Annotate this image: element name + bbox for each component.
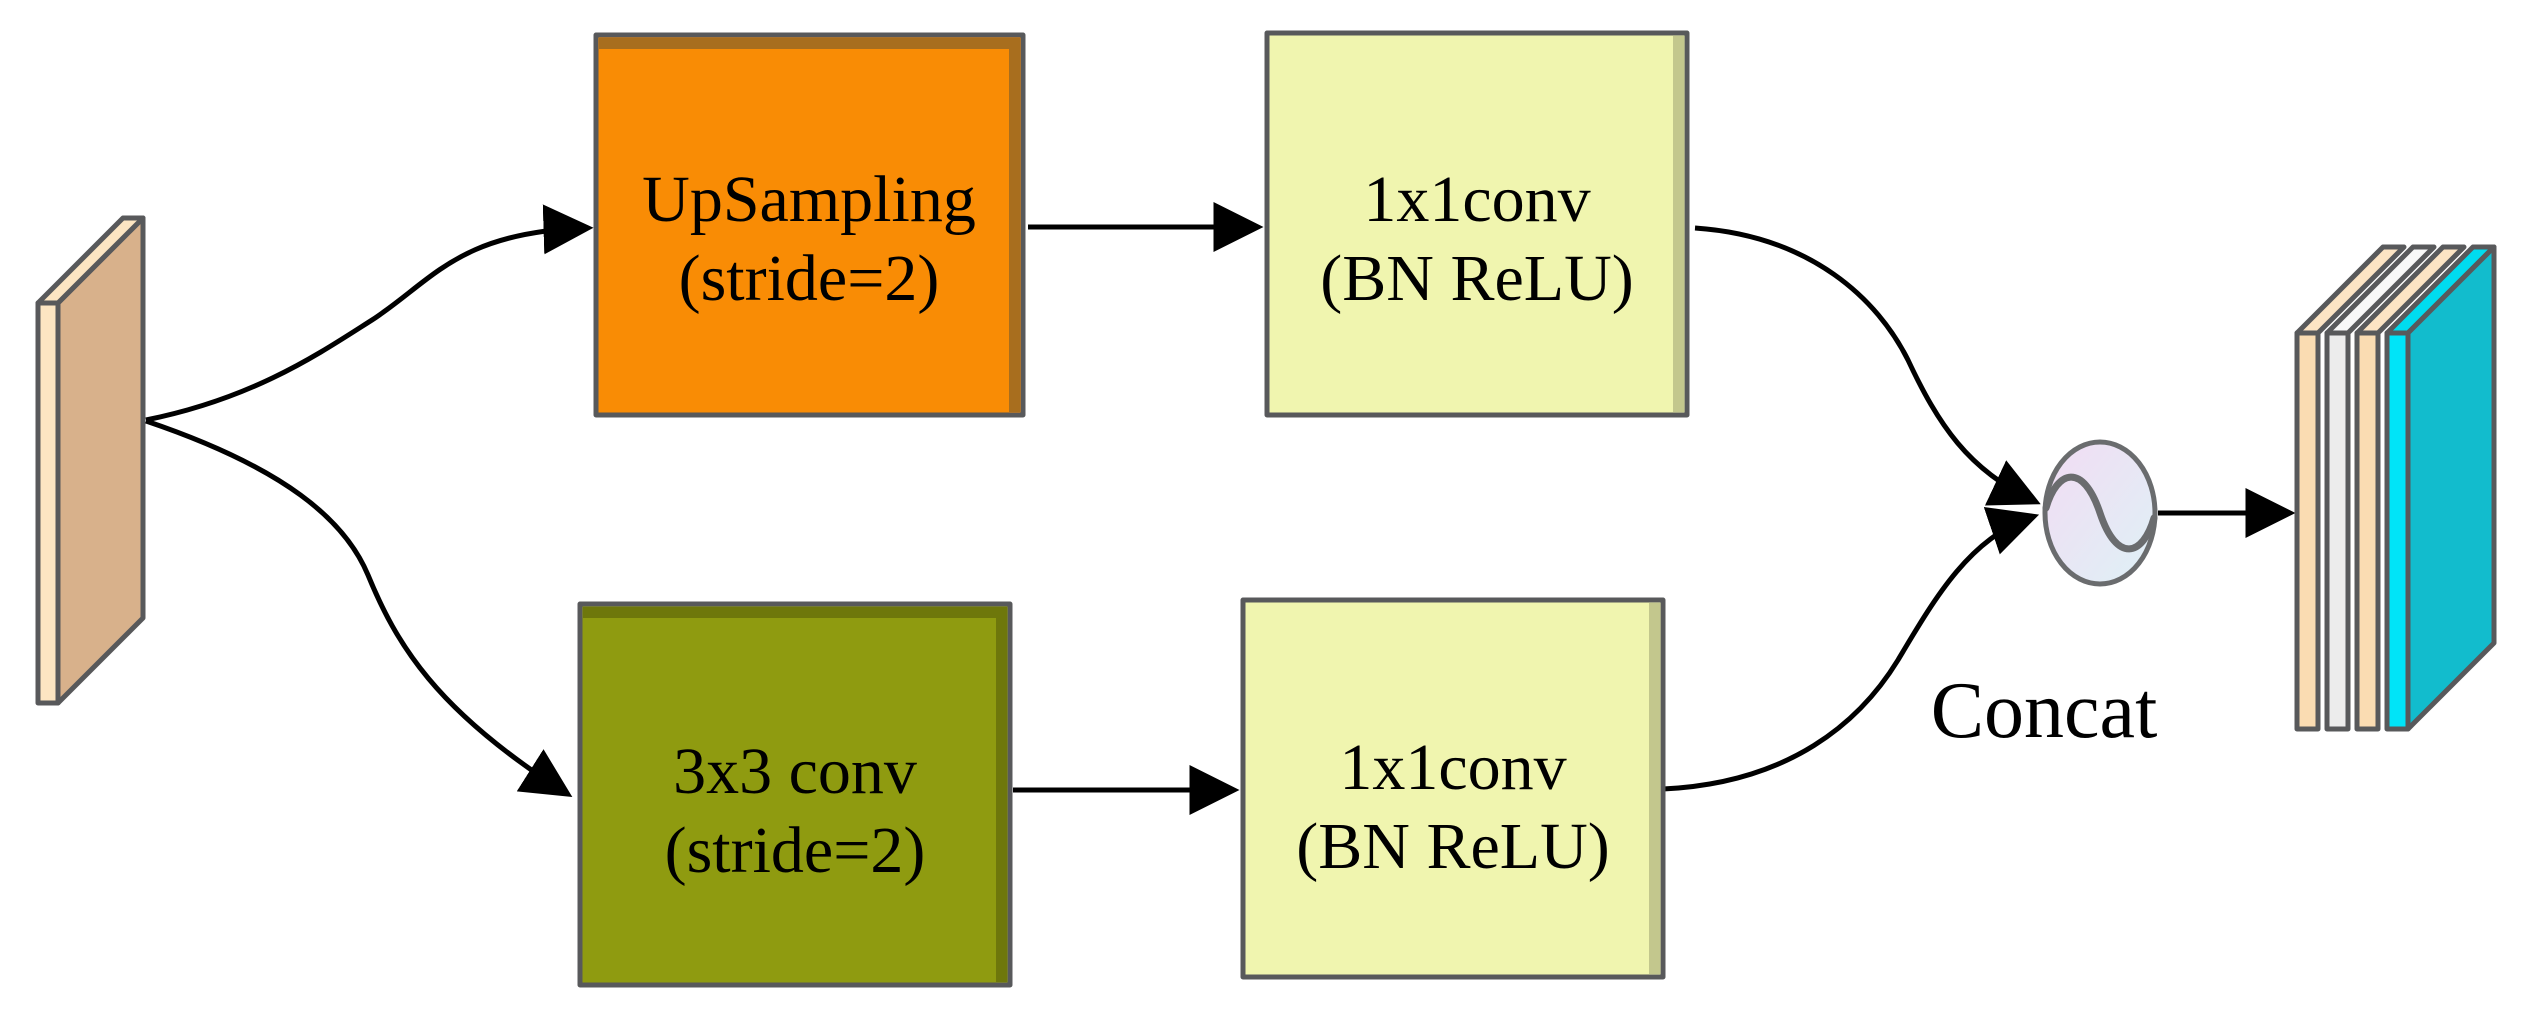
conv1x1-bottom-label-line2: (BN ReLU): [1296, 810, 1609, 883]
conv1x1-top-label-line2: (BN ReLU): [1320, 242, 1633, 315]
conv1x1-bottom-box-body: [1240, 597, 1666, 980]
arrow-conv1x1-top-to-concat: [1694, 225, 2041, 506]
output-feature-stack: [2294, 244, 2497, 732]
conv1x1-bottom-label-line1: 1x1conv: [1339, 731, 1566, 804]
conv1x1-bottom-box: 1x1conv (BN ReLU): [1240, 597, 1666, 980]
output-slab4-side-face: [2405, 244, 2497, 732]
concat-label: Concat: [1931, 667, 2158, 755]
output-slab1-front-face: [2294, 330, 2321, 732]
conv3x3-label-line1: 3x3 conv: [673, 735, 917, 808]
conv1x1-top-box: 1x1conv (BN ReLU): [1264, 30, 1690, 418]
concat-node: Concat: [1931, 439, 2158, 755]
input-slab-front-face: [35, 300, 61, 706]
conv3x3-box: 3x3 conv (stride=2): [577, 601, 1013, 988]
arrow-input-to-upsampling: [145, 204, 594, 423]
upsampling-box-body: [593, 32, 1026, 418]
output-slab2-front-face: [2324, 330, 2351, 732]
conv1x1-top-label-line1: 1x1conv: [1363, 163, 1590, 236]
upsampling-label-line1: UpSampling: [642, 163, 976, 236]
output-slab3-front-face: [2354, 330, 2381, 732]
conv1x1-bottom-box-bevel: [1649, 603, 1660, 974]
conv1x1-top-box-bevel: [1673, 36, 1684, 412]
upsampling-box: UpSampling (stride=2): [593, 32, 1026, 418]
upsampling-label-line2: (stride=2): [679, 242, 940, 315]
arrow-input-to-conv3x3: [145, 418, 573, 798]
input-feature-map: [35, 215, 146, 706]
output-slab4-front-face: [2384, 330, 2411, 732]
conv3x3-label-line2: (stride=2): [665, 814, 926, 887]
conv3x3-box-body: [577, 601, 1013, 988]
conv1x1-top-box-body: [1264, 30, 1690, 418]
sine-wave-icon: [2042, 473, 2158, 553]
arrow-conv1x1-bottom-to-concat: [1662, 506, 2040, 792]
